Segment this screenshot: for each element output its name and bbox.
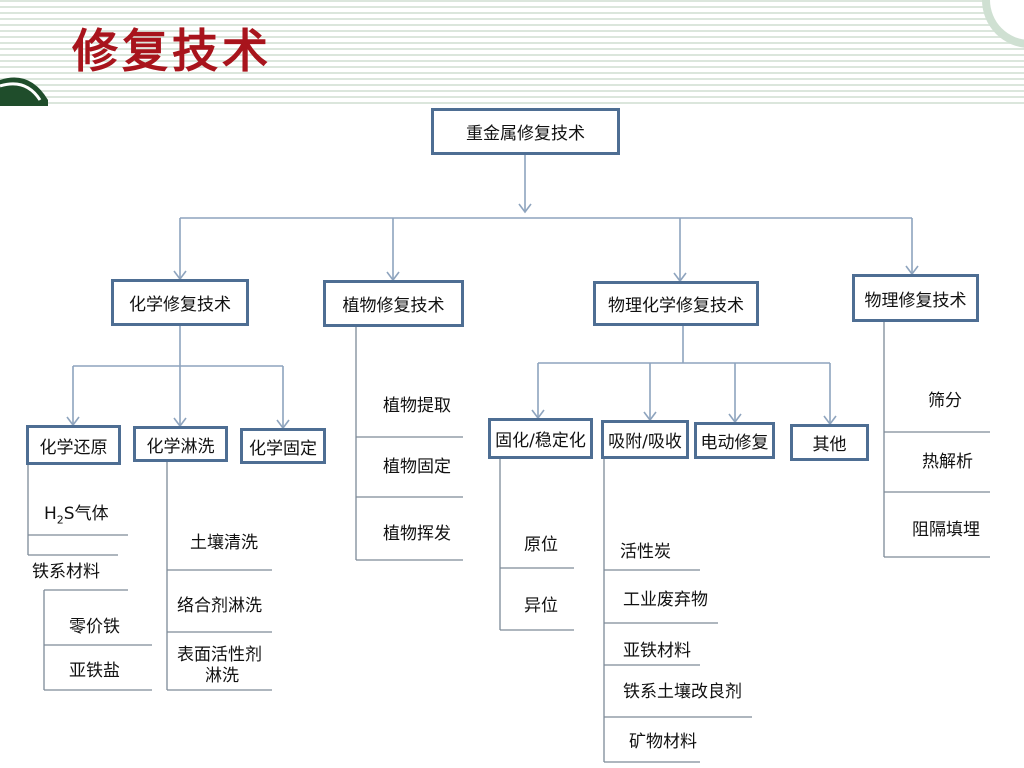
item-surfactant-line2: 淋洗: [205, 666, 239, 686]
node-plant-remediation: 植物修复技术: [323, 280, 464, 327]
item-iron-soil-amendment: 铁系土壤改良剂: [623, 682, 742, 702]
item-industrial-waste: 工业废弃物: [623, 590, 708, 610]
node-solidification: 固化/稳定化: [488, 418, 593, 459]
node-physical-remediation: 物理修复技术: [852, 274, 979, 322]
node-chemical-washing: 化学淋洗: [133, 426, 228, 462]
node-chemical-reduction: 化学还原: [26, 425, 121, 465]
item-zero-valent-iron: 零价铁: [69, 617, 120, 637]
item-mineral-materials: 矿物材料: [629, 732, 697, 752]
item-thermal-desorption: 热解析: [922, 452, 973, 472]
item-barrier-landfill: 阻隔填埋: [912, 520, 980, 540]
node-physchem-remediation: 物理化学修复技术: [593, 281, 759, 326]
item-phytovolatilization: 植物挥发: [383, 524, 451, 544]
node-chemical-fixation: 化学固定: [240, 428, 326, 464]
item-surfactant-line1: 表面活性剂: [177, 645, 262, 665]
h2s-subscript: 2: [56, 513, 64, 527]
h2s-prefix: H: [44, 504, 57, 524]
item-phytostabilization: 植物固定: [383, 457, 451, 477]
item-ex-situ: 异位: [524, 596, 558, 616]
item-ferrous-salt: 亚铁盐: [69, 661, 120, 681]
item-phytoextraction: 植物提取: [383, 396, 451, 416]
node-other: 其他: [790, 424, 869, 461]
node-chemical-remediation: 化学修复技术: [111, 279, 249, 326]
item-soil-washing: 土壤清洗: [190, 533, 258, 553]
item-iron-materials: 铁系材料: [32, 562, 100, 582]
node-adsorption: 吸附/吸收: [601, 420, 689, 459]
corner-leaf-left: [0, 77, 48, 106]
node-electrokinetic: 电动修复: [694, 422, 775, 459]
h2s-suffix: S气体: [63, 504, 109, 524]
item-sieving: 筛分: [928, 391, 962, 411]
header-stripes: [0, 0, 1024, 104]
item-activated-carbon: 活性炭: [620, 542, 671, 562]
item-h2s-gas: H2S气体: [44, 504, 109, 527]
item-ferrous-materials: 亚铁材料: [623, 641, 691, 661]
item-in-situ: 原位: [524, 535, 558, 555]
corner-circle-top-right: [982, 0, 1024, 48]
root-node: 重金属修复技术: [431, 108, 620, 155]
item-chelant-washing: 络合剂淋洗: [177, 596, 262, 616]
page-title: 修复技术: [72, 24, 272, 78]
